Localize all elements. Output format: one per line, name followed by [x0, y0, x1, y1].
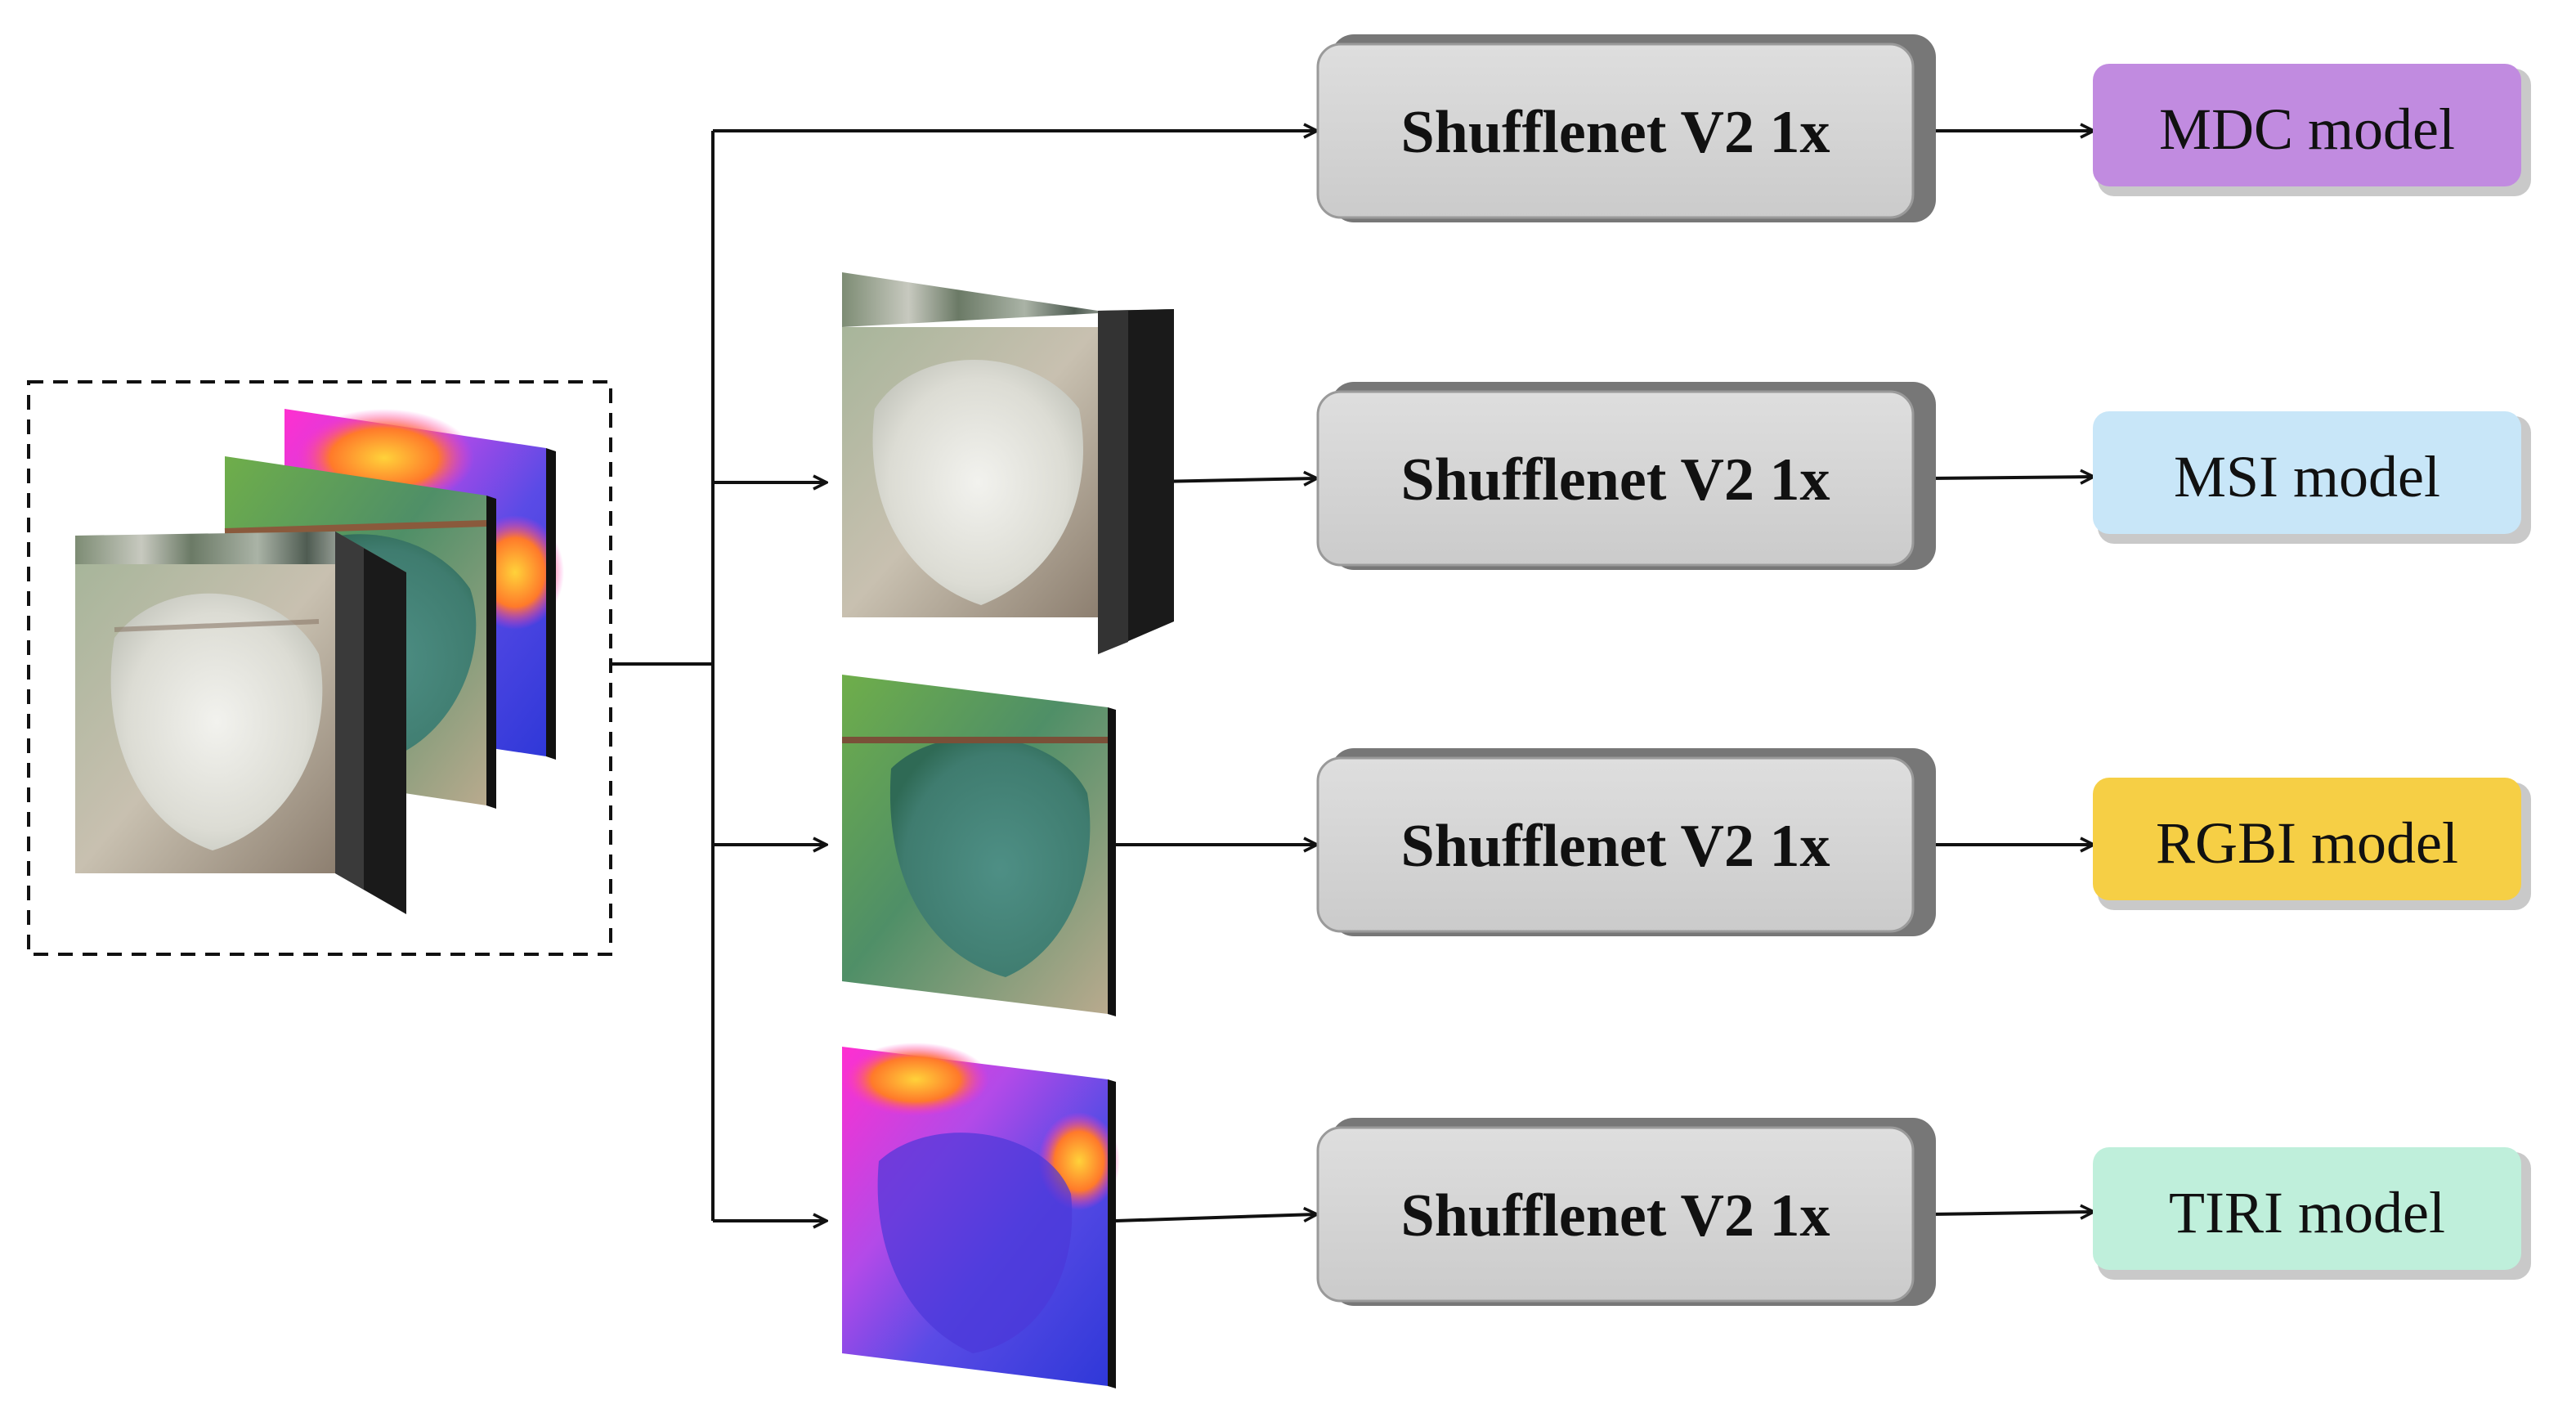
output-box-2: MSI model	[2093, 411, 2531, 544]
output-model-label: MDC model	[2159, 96, 2455, 162]
connector-lines	[611, 131, 2093, 1221]
output-model-label: RGBI model	[2156, 810, 2458, 876]
input-multispectral-cube	[75, 532, 406, 914]
output-box-face	[2093, 411, 2521, 534]
network-label: Shufflenet V2 1x	[1401, 446, 1830, 514]
network-label: Shufflenet V2 1x	[1401, 813, 1830, 880]
branch-input-thermal-image	[842, 1043, 1120, 1388]
network-box-2: Shufflenet V2 1x	[1316, 382, 1936, 570]
network-box-face	[1316, 756, 1915, 933]
output-box-face	[2093, 778, 2521, 900]
output-box-4: TIRI model	[2093, 1147, 2531, 1280]
network-box-1: Shufflenet V2 1x	[1316, 34, 1936, 222]
output-box-1: MDC model	[2093, 64, 2531, 196]
network-box-4: Shufflenet V2 1x	[1316, 1118, 1936, 1306]
output-model-label: TIRI model	[2169, 1180, 2445, 1245]
input-group-dashed-frame	[27, 380, 612, 956]
output-model-label: MSI model	[2174, 444, 2440, 509]
network-box-3: Shufflenet V2 1x	[1316, 748, 1936, 936]
network-box-face	[1316, 390, 1915, 567]
network-label: Shufflenet V2 1x	[1401, 99, 1830, 166]
network-box-face	[1316, 1126, 1915, 1303]
network-label: Shufflenet V2 1x	[1401, 1182, 1830, 1249]
output-box-face	[2093, 64, 2521, 186]
output-box-3: RGBI model	[2093, 778, 2531, 910]
network-box-face	[1316, 43, 1915, 219]
branch-input-rgb-image	[842, 675, 1116, 1016]
output-box-face	[2093, 1147, 2521, 1270]
branch-input-multispectral-cube	[842, 272, 1174, 654]
